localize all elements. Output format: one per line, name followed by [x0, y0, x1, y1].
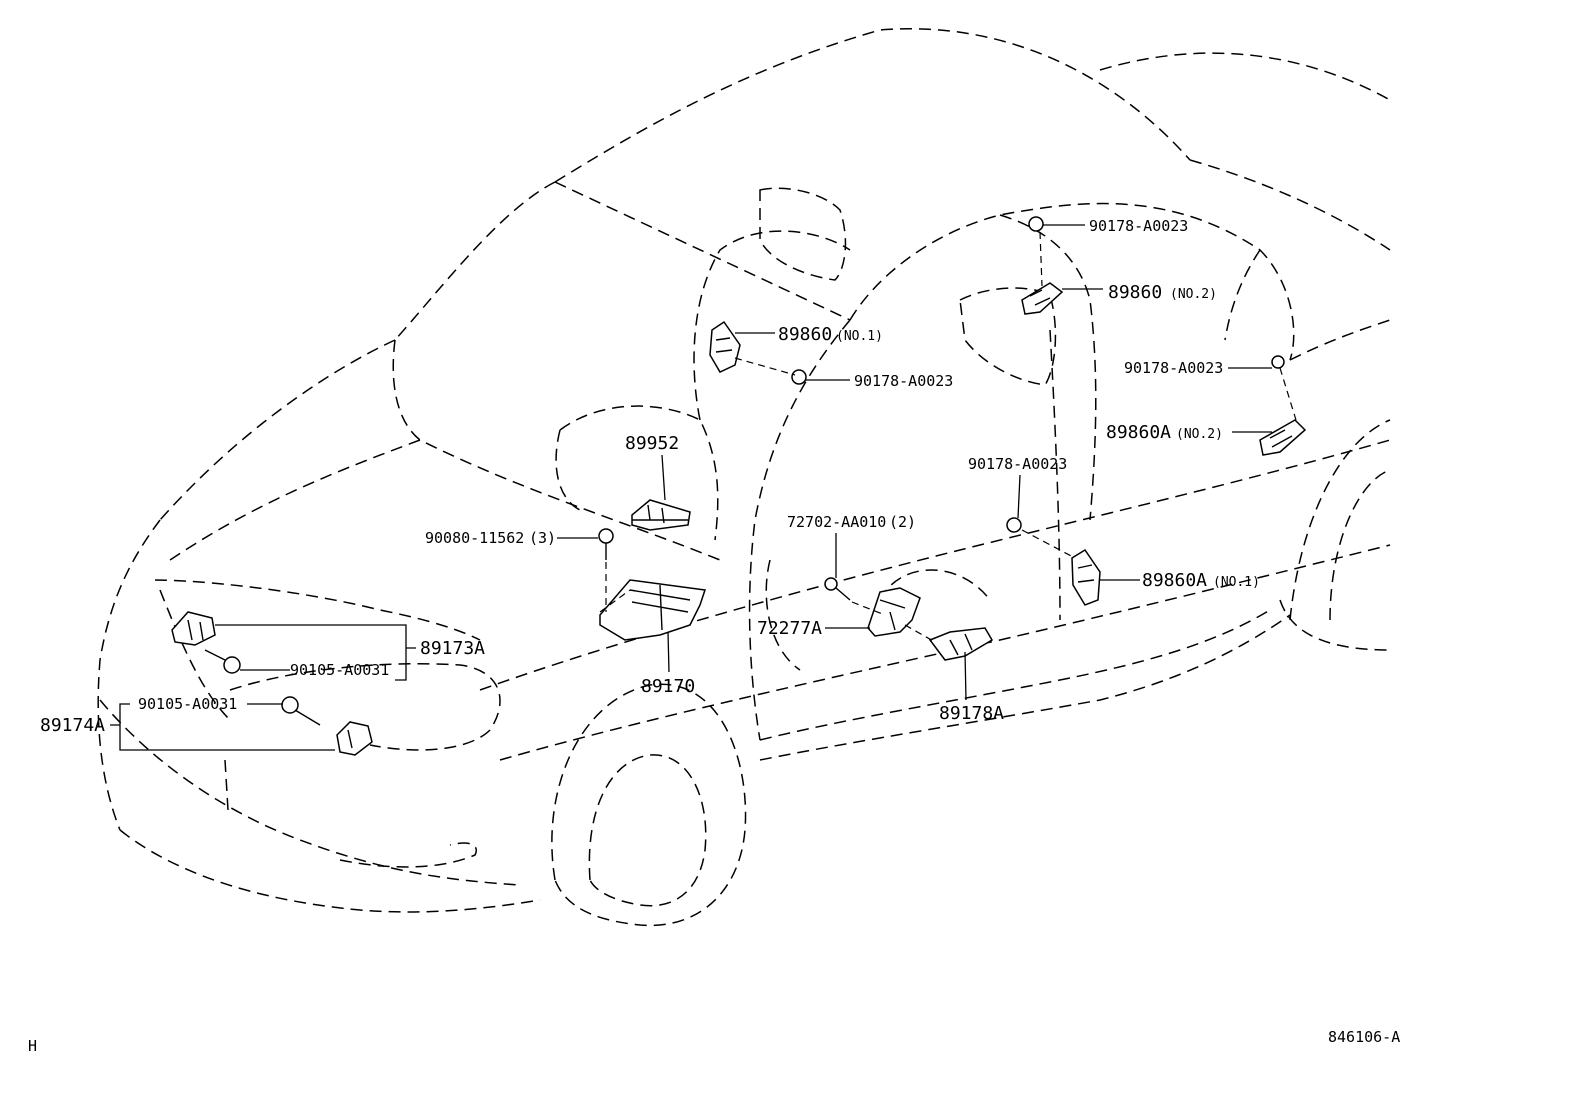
- callout-ecu-89170: 89170: [641, 676, 695, 697]
- callout-sensor-89860A-no2-suffix: (NO.2): [1176, 427, 1223, 442]
- corner-mark: H: [28, 1037, 37, 1055]
- callout-nut-pillar-front: 90178-A0023: [854, 372, 953, 390]
- diagram-id: 846106-A: [1328, 1028, 1400, 1046]
- callout-nut-roof-front: 90178-A0023: [1089, 217, 1188, 235]
- nut-pillar-rear-part: [1271, 355, 1285, 369]
- callout-sensor-89860-no1: 89860: [778, 324, 832, 345]
- callout-part-89952: 89952: [625, 433, 679, 454]
- sensor-89178A-part: [928, 627, 994, 661]
- callout-sensor-89860A-no1-suffix: (NO.1): [1213, 575, 1260, 590]
- callout-bolt-90080-qty: (3): [529, 529, 556, 547]
- sensor-89860-no2-part: [1021, 282, 1064, 315]
- bracket-72277A-part: [867, 587, 921, 637]
- part-89952-part: [631, 499, 691, 531]
- callout-nut-pillar-rear: 90178-A0023: [1124, 359, 1223, 377]
- callout-nut-door: 90178-A0023: [968, 455, 1067, 473]
- ecu-89170-part: [599, 579, 706, 641]
- callout-bolt-72702: 72702-AA010: [787, 513, 886, 531]
- sensor-89173A-part: [171, 611, 216, 646]
- bolt-90105-upper-part: [204, 649, 241, 674]
- callout-bolt-72702-qty: (2): [889, 513, 916, 531]
- callout-sensor-89860-no1-suffix: (NO.1): [836, 329, 883, 344]
- sensor-89860A-no2-part: [1259, 419, 1307, 456]
- callout-sensor-89860-no2-suffix: (NO.2): [1170, 287, 1217, 302]
- callout-sensor-89174A: 89174A: [40, 715, 105, 736]
- callout-bolt-90105-upper: 90105-A0031: [290, 661, 389, 679]
- callout-sensor-89860A-no1: 89860A: [1142, 570, 1207, 591]
- callout-sensor-89860-no2: 89860: [1108, 282, 1162, 303]
- bolt-90080-part: [598, 528, 614, 560]
- leader-lines: [110, 224, 1297, 751]
- callout-bolt-90080: 90080-11562: [425, 529, 524, 547]
- bolt-72702-part: [824, 577, 851, 601]
- sensor-89860A-no1-part: [1071, 548, 1101, 606]
- nut-roof-front-part: [1028, 216, 1044, 232]
- nut-door-part: [1006, 517, 1022, 533]
- callout-sensor-89178A: 89178A: [939, 703, 1004, 724]
- bolt-90105-lower-part: [281, 696, 321, 726]
- nut-pillar-front-part: [791, 369, 807, 385]
- sensor-89174A-part: [336, 721, 373, 756]
- sensor-89860-no1-part: [709, 320, 741, 373]
- callout-sensor-89173A: 89173A: [420, 638, 485, 659]
- callout-bolt-90105-lower: 90105-A0031: [138, 695, 237, 713]
- car-body-outline: [97, 28, 1391, 927]
- callout-sensor-89860A-no2: 89860A: [1106, 422, 1171, 443]
- callout-bracket-72277A: 72277A: [757, 618, 822, 639]
